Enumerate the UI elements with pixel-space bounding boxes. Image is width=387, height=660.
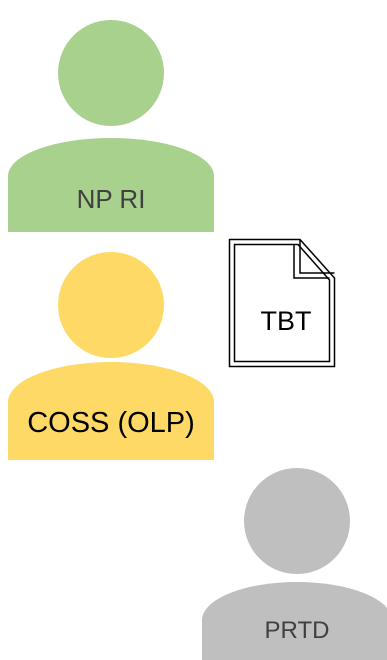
person-prtd: PRTD (196, 460, 387, 660)
person-head (58, 252, 164, 358)
document-label: TBT (260, 306, 312, 336)
person-head (244, 468, 350, 574)
person-label-coss-olp: COSS (OLP) (27, 406, 195, 439)
person-head (58, 20, 164, 126)
person-label-np-ri: NP RI (76, 183, 146, 214)
tbt-document: TBT (228, 238, 336, 368)
person-body: COSS (OLP) (8, 362, 214, 460)
person-np-ri: NP RI (0, 0, 222, 240)
person-label-prtd: PRTD (264, 617, 330, 644)
document-icon (228, 238, 336, 368)
person-coss-olp: COSS (OLP) (0, 236, 222, 466)
person-body: PRTD (202, 582, 387, 660)
person-body: NP RI (8, 138, 214, 232)
